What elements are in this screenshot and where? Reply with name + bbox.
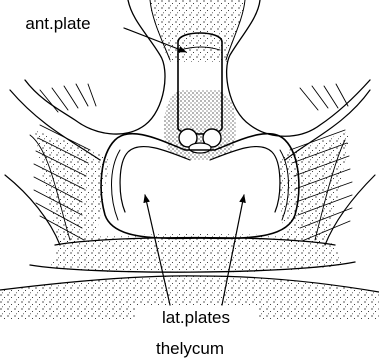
right-coxa-hatching bbox=[275, 84, 375, 245]
figure-caption: thelycum bbox=[156, 339, 224, 358]
lateral-plates-label: lat.plates bbox=[162, 308, 230, 327]
lateral-plates bbox=[101, 134, 299, 239]
anterior-plate-label: ant.plate bbox=[25, 14, 90, 33]
